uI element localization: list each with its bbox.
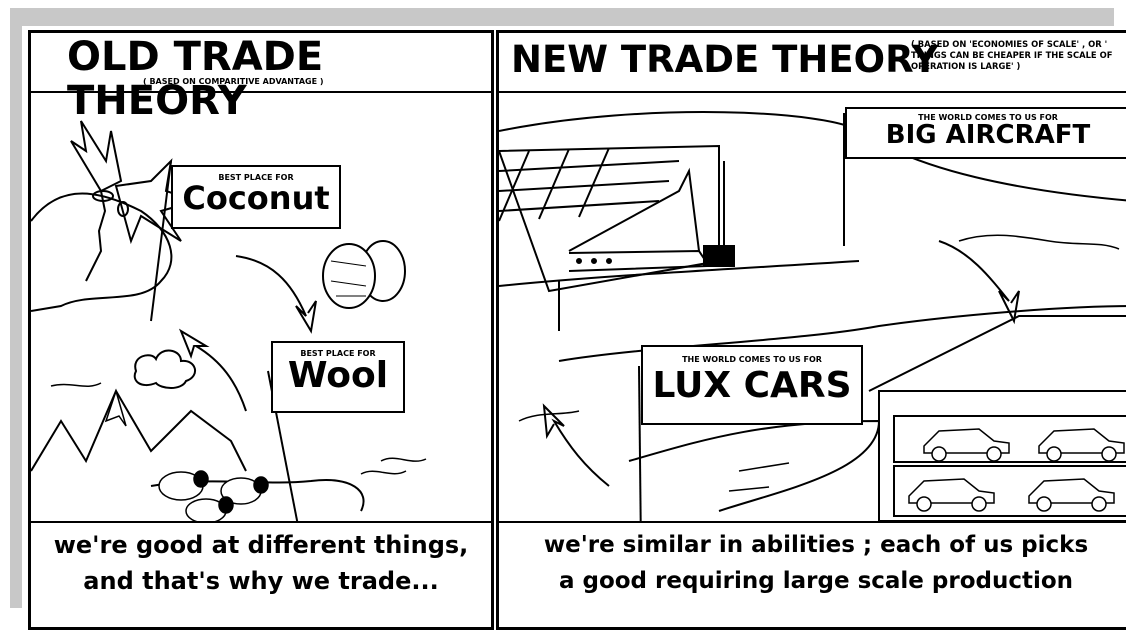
car-garage — [868, 315, 1126, 521]
wool-sign: BEST PLACE FOR Wool — [271, 341, 405, 413]
coconut-icon — [322, 240, 406, 309]
aircraft-sign-small: THE WORLD COMES TO US FOR — [918, 113, 1058, 122]
frame-top-border — [10, 8, 1114, 26]
cloud-icon — [133, 349, 196, 389]
arrow-down-icon — [938, 240, 1020, 325]
new-trade-subtitle: ( BASED ON 'ECONOMIES OF SCALE' , OR ' T… — [911, 39, 1113, 71]
island-coast — [31, 192, 173, 312]
aircraft-sign: THE WORLD COMES TO US FOR BIG AIRCRAFT — [845, 107, 1126, 159]
wool-sign-small: BEST PLACE FOR — [300, 349, 376, 358]
old-trade-drawing — [31, 120, 427, 521]
road-lower — [628, 419, 881, 512]
old-trade-caption-line1: we're good at different things, — [53, 531, 469, 559]
old-trade-caption-line2: and that's why we trade... — [83, 567, 439, 595]
mountains — [31, 388, 247, 472]
old-trade-title: OLD TRADE THEORY — [67, 34, 324, 124]
cars-sign-small: THE WORLD COMES TO US FOR — [682, 355, 822, 364]
aircraft-sign-big: BIG AIRCRAFT — [885, 120, 1091, 150]
arrow-up-icon — [178, 328, 247, 412]
old-trade-theory-panel: OLD TRADE THEORY ( BASED ON COMPARITIVE … — [28, 30, 494, 630]
arrow-down-icon — [235, 255, 317, 334]
cars-sign: THE WORLD COMES TO US FOR LUX CARS — [641, 345, 863, 425]
coconut-sign-big: Coconut — [182, 179, 330, 217]
sheep-icon — [158, 470, 269, 521]
new-trade-caption-rule — [499, 521, 1126, 523]
aircraft-hangar — [499, 144, 735, 331]
old-trade-title-box: OLD TRADE THEORY ( BASED ON COMPARITIVE … — [31, 33, 491, 123]
old-trade-caption: we're good at different things, and that… — [31, 527, 491, 599]
comic-stage: OLD TRADE THEORY ( BASED ON COMPARITIVE … — [22, 26, 1126, 630]
arrow-up-icon — [542, 403, 610, 487]
new-trade-scene: THE WORLD COMES TO US FOR BIG AIRCRAFT T… — [499, 91, 1126, 521]
wave-marks — [518, 234, 1120, 422]
cars-sign-big: LUX CARS — [652, 365, 852, 406]
old-trade-caption-rule — [31, 521, 491, 523]
old-trade-scene: BEST PLACE FOR Coconut BEST PLACE FOR Wo… — [31, 91, 491, 521]
coconut-sign-pole — [150, 160, 172, 322]
new-trade-title-box: NEW TRADE THEORY ( BASED ON 'ECONOMIES O… — [499, 33, 1126, 93]
new-trade-caption-line2: a good requiring large scale production — [558, 568, 1074, 594]
old-trade-subtitle: ( BASED ON COMPARITIVE ADVANTAGE ) — [143, 77, 324, 86]
coconut-sign-small: BEST PLACE FOR — [218, 173, 294, 182]
new-trade-theory-panel: NEW TRADE THEORY ( BASED ON 'ECONOMIES O… — [496, 30, 1126, 630]
new-trade-drawing — [499, 111, 1126, 521]
wool-sign-big: Wool — [287, 355, 389, 396]
coconut-sign: BEST PLACE FOR Coconut — [171, 165, 341, 229]
car-icon — [908, 428, 1125, 512]
wave-marks — [50, 382, 427, 475]
new-trade-caption-line1: we're similar in abilities ; each of us … — [543, 532, 1089, 558]
new-trade-title: NEW TRADE THEORY — [511, 38, 939, 81]
frame-left-border — [10, 8, 22, 608]
new-trade-caption: we're similar in abilities ; each of us … — [499, 527, 1126, 599]
